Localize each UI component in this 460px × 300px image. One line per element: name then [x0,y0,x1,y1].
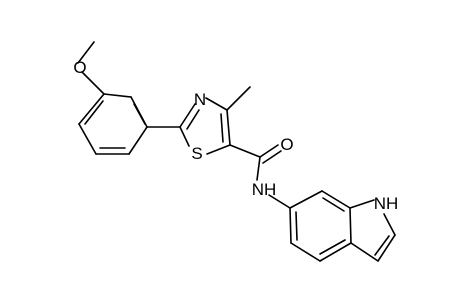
bond-ph-1 [103,93,132,98]
bond-ind-4 [319,242,352,262]
bond-pyr-3 [377,234,396,262]
atom-indole-nitrogen: NH [374,194,399,213]
bond-ind-inner-2 [319,239,346,255]
bond-n3-c4 [205,97,228,111]
svg-text:O: O [73,58,86,77]
bond-o-aryl [81,71,105,95]
bond-ph-3 [128,126,148,155]
atom-methoxy-oxygen: O [73,58,86,77]
bond-pyr-inner [374,235,390,256]
bond-c-o-1 [259,144,279,158]
bond-c-o-2 [262,150,282,164]
bond-ind-3 [349,207,352,244]
svg-text:S: S [191,144,202,163]
bond-s1-c2 [179,126,190,147]
bond-n-indole [268,194,291,209]
svg-text:O: O [280,135,293,154]
atom-thiazole-nitrogen: N [194,90,206,109]
svg-text:N: N [194,90,206,109]
bond-ph-6 [78,93,105,125]
bond-pyr-1 [349,199,375,209]
bond-ind-1 [289,190,323,209]
atom-thiazole-sulfur: S [191,144,202,163]
bond-c5-s1 [206,144,231,155]
bond-ind-6 [289,207,292,244]
atom-amide-nitrogen: NH [252,180,277,199]
bond-c4-methyl [226,86,251,111]
bond-pyr-4 [350,242,379,262]
svg-text:NH: NH [252,180,277,199]
bond-c-n [256,156,261,181]
bond-ind-inner-3 [295,211,298,241]
bond-methyl-o [77,41,95,64]
bond-ind-2 [321,190,351,209]
bond-c2-n3 [179,103,196,128]
bond-ind-5 [290,242,321,262]
bond-pyr-2 [383,213,396,236]
bond-c4-c5-double [220,113,224,143]
bond-c5-carbonyl [229,144,261,158]
bond-ph-inner-1 [133,103,146,125]
bond-ind-inner-1 [322,197,345,212]
atom-carbonyl-oxygen: O [280,135,293,154]
bond-ph-inner-3 [84,100,104,125]
bond-c2-n3-double [186,109,200,130]
bond-c4-c5 [226,109,231,146]
svg-text:NH: NH [374,194,399,213]
bond-ph-5 [78,123,97,155]
